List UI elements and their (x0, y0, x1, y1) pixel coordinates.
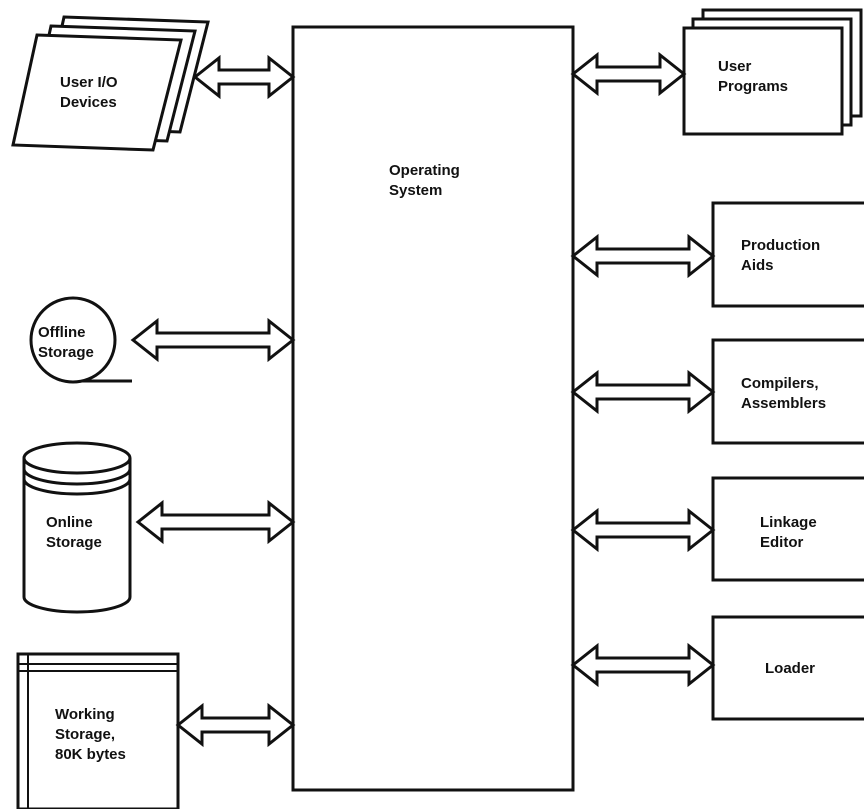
loader-box (711, 615, 864, 721)
online-storage-label-line1: Online (46, 514, 93, 531)
arrow-offline-storage (130, 317, 296, 363)
compilers-assemblers-box (711, 338, 864, 445)
production-aids-label-line2: Aids (741, 257, 774, 274)
loader-node: Loader (711, 615, 864, 721)
arrow-online-storage (135, 499, 296, 545)
user-io-devices-node: User I/O Devices (11, 15, 210, 152)
operating-system-box (291, 25, 575, 792)
user-io-devices-label-line2: Devices (60, 94, 117, 111)
arrow-linkage-editor (570, 507, 716, 553)
user-io-devices-label-line1: User I/O (60, 74, 118, 91)
operating-system-label-line2: System (389, 182, 442, 199)
production-aids-node: Production Aids (711, 201, 864, 308)
compilers-assemblers-label-line2: Assemblers (741, 395, 826, 412)
online-storage-label-line2: Storage (46, 534, 102, 551)
offline-storage-label-line2: Storage (38, 344, 94, 361)
online-storage-node: Online Storage (22, 441, 132, 614)
linkage-editor-node: Linkage Editor (711, 476, 864, 582)
arrow-working-storage (175, 702, 296, 748)
working-storage-panel (16, 652, 180, 809)
operating-system-label-line1: Operating (389, 162, 460, 179)
offline-storage-label-line1: Offline (38, 324, 86, 341)
linkage-editor-label-line2: Editor (760, 534, 803, 551)
offline-storage-reel (29, 296, 117, 384)
offline-storage-node: Offline Storage (29, 296, 132, 384)
working-storage-label-line3: 80K bytes (55, 746, 126, 763)
arrow-compilers-assemblers (570, 369, 716, 415)
compilers-assemblers-label-line1: Compilers, (741, 375, 819, 392)
working-storage-node: Working Storage, 80K bytes (16, 652, 180, 809)
online-storage-body (22, 458, 132, 614)
production-aids-box (711, 201, 864, 308)
arrow-production-aids (570, 233, 716, 279)
online-storage-ring-1 (22, 468, 132, 486)
user-io-card-front (11, 33, 183, 152)
connector-arrows (130, 51, 716, 748)
loader-label: Loader (765, 660, 815, 677)
arrow-loader (570, 642, 716, 688)
user-programs-label-line1: User (718, 58, 752, 75)
working-storage-label-line2: Storage, (55, 726, 115, 743)
arrow-user-programs (570, 51, 687, 97)
operating-system-node: Operating System (291, 25, 575, 792)
online-storage-ring-2 (22, 478, 132, 496)
production-aids-label-line1: Production (741, 237, 820, 254)
working-storage-label-line1: Working (55, 706, 115, 723)
compilers-assemblers-node: Compilers, Assemblers (711, 338, 864, 445)
user-programs-node: User Programs (682, 8, 863, 136)
user-programs-sheet-front (682, 26, 844, 136)
linkage-editor-label-line1: Linkage (760, 514, 817, 531)
user-programs-label-line2: Programs (718, 78, 788, 95)
arrow-user-io-devices (192, 54, 296, 100)
online-storage-top (22, 441, 132, 475)
